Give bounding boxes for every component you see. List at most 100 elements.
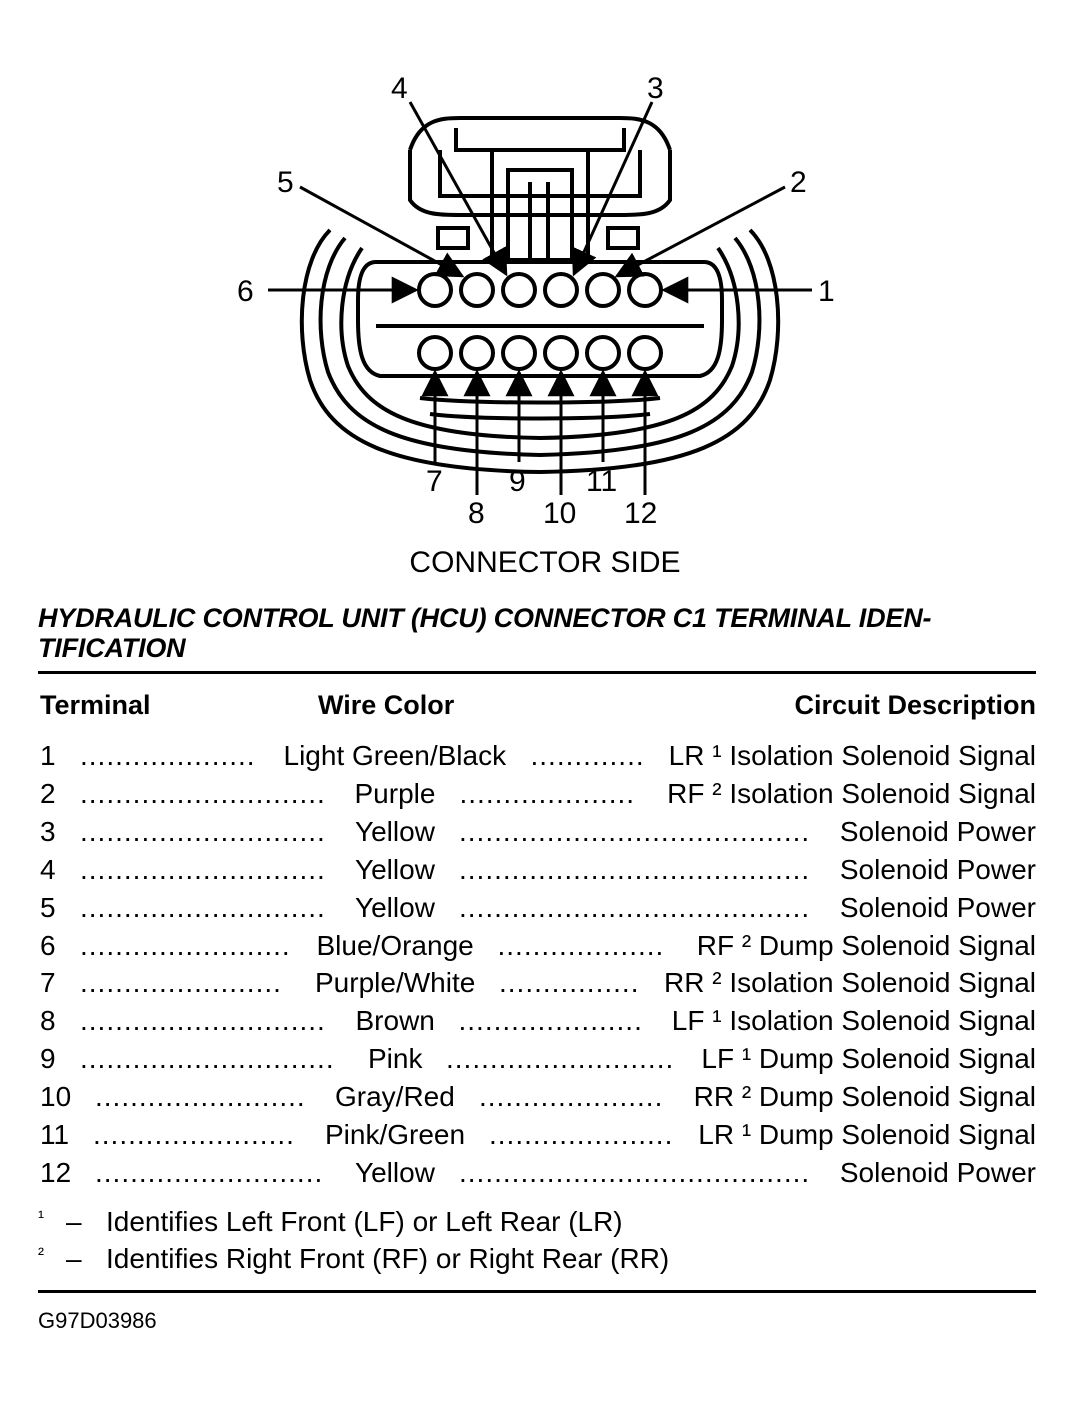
dot-leader: ........................................ xyxy=(459,1156,811,1188)
dot-leader: ........................ xyxy=(95,1081,306,1113)
dot-leader: ........................................ xyxy=(459,815,811,847)
row-wire-color: Pink/Green xyxy=(325,1119,466,1150)
row-terminal: 7 xyxy=(40,967,56,999)
dot-leader: ..................... xyxy=(458,1005,643,1037)
dot-leader: .......................... xyxy=(95,1156,324,1188)
terminal-label-4: 4 xyxy=(391,72,408,105)
dot-leader: ....................... xyxy=(80,967,282,999)
connector-diagram: 1 2 3 4 5 6 7 8 9 10 11 12 CONNECTOR SID… xyxy=(237,72,835,579)
pin-8 xyxy=(459,335,495,371)
row-wire-color: Light Green/Black xyxy=(283,740,507,771)
table-title-line-1: HYDRAULIC CONTROL UNIT (HCU) CONNECTOR C… xyxy=(38,603,932,633)
pin-1 xyxy=(627,272,663,308)
pin-11 xyxy=(585,335,621,371)
table-row: 3 Yellow Solenoid Power...................… xyxy=(38,816,1036,854)
row-wire-color: Yellow xyxy=(355,891,435,923)
dot-leader: ............................ xyxy=(80,853,326,885)
row-circuit-description: RR ² Isolation Solenoid Signal xyxy=(664,967,1036,999)
footnote-1-dash: – xyxy=(66,1206,82,1237)
row-circuit-description: RF ² Isolation Solenoid Signal xyxy=(667,777,1036,809)
row-terminal: 1 xyxy=(40,740,56,771)
bottom-pin-row xyxy=(417,335,663,371)
dot-leader: ....................... xyxy=(93,1119,295,1150)
row-circuit-description: LF ¹ Isolation Solenoid Signal xyxy=(671,1005,1036,1037)
header-terminal: Terminal xyxy=(40,690,151,720)
row-wire-color: Purple/White xyxy=(315,967,476,999)
pin-6 xyxy=(417,272,453,308)
row-wire-color: Gray/Red xyxy=(335,1081,455,1113)
row-terminal: 11 xyxy=(40,1119,70,1150)
footnote-2-dash: – xyxy=(66,1243,82,1274)
pin-2 xyxy=(585,272,621,308)
footnote-1: ¹ –Identifies Left Front (LF) or Left Rea… xyxy=(38,1206,623,1238)
row-wire-color: Blue/Orange xyxy=(316,929,474,961)
table-row: 11 Pink/Green LR ¹ Dump Solenoid Signal...… xyxy=(38,1119,1036,1157)
connector-housing xyxy=(299,116,781,475)
header-wire-color: Wire Color xyxy=(318,690,455,720)
row-circuit-description: Solenoid Power xyxy=(839,815,1036,847)
top-pin-row xyxy=(417,272,663,308)
dot-leader: ........................ xyxy=(80,929,291,961)
row-terminal: 5 xyxy=(40,891,56,923)
dot-leader: ................... xyxy=(497,929,665,961)
dot-leader: ..................... xyxy=(489,1119,674,1150)
header-circuit: Circuit Description xyxy=(794,690,1036,720)
pin-12 xyxy=(627,335,663,371)
dot-leader: ............. xyxy=(530,740,645,771)
row-terminal: 2 xyxy=(40,777,56,809)
footnote-2: ² –Identifies Right Front (RF) or Right R… xyxy=(38,1243,669,1275)
table-title: HYDRAULIC CONTROL UNIT (HCU) CONNECTOR C… xyxy=(38,603,1038,663)
pin-3 xyxy=(543,272,579,308)
footnote-1-mark: ¹ xyxy=(38,1207,44,1227)
row-circuit-description: LF ¹ Dump Solenoid Signal xyxy=(701,1043,1036,1075)
row-wire-color: Purple xyxy=(354,777,436,809)
table-row: 6 Blue/Orange RF ² Dump Solenoid Signal...… xyxy=(38,930,1036,968)
pin-5 xyxy=(459,272,495,308)
terminal-label-11: 11 xyxy=(586,465,617,498)
row-wire-color: Yellow xyxy=(355,1156,435,1188)
row-terminal: 3 xyxy=(40,815,56,847)
dot-leader: ............................ xyxy=(80,815,326,847)
dot-leader: ..................... xyxy=(479,1081,664,1113)
row-circuit-description: RR ² Dump Solenoid Signal xyxy=(693,1081,1036,1113)
divider-bottom xyxy=(38,1290,1036,1293)
terminal-label-3: 3 xyxy=(647,72,664,105)
row-circuit-description: Solenoid Power xyxy=(839,1156,1036,1188)
terminal-label-1: 1 xyxy=(818,275,835,308)
pin-7 xyxy=(417,335,453,371)
dot-leader: ............................ xyxy=(80,1005,326,1037)
dot-leader: ................ xyxy=(499,967,640,999)
footnote-2-text: Identifies Right Front (RF) or Right Rea… xyxy=(106,1243,670,1274)
dot-leader: ............................. xyxy=(80,1043,335,1075)
pin-4 xyxy=(501,272,537,308)
figure-id: G97D03986 xyxy=(38,1308,157,1333)
footnote-2-mark: ² xyxy=(38,1244,44,1264)
row-terminal: 9 xyxy=(40,1043,56,1075)
row-wire-color: Yellow xyxy=(355,815,435,847)
terminal-label-9: 9 xyxy=(509,465,526,498)
pin-9 xyxy=(501,335,537,371)
row-terminal: 6 xyxy=(40,929,56,961)
footnote-1-text: Identifies Left Front (LF) or Left Rear … xyxy=(106,1206,623,1237)
row-terminal: 12 xyxy=(40,1156,72,1188)
row-circuit-description: Solenoid Power xyxy=(839,853,1036,885)
row-wire-color: Brown xyxy=(355,1005,435,1037)
terminal-label-12: 12 xyxy=(624,497,657,530)
row-circuit-description: RF ² Dump Solenoid Signal xyxy=(696,929,1036,961)
dot-leader: ........................................ xyxy=(459,891,811,923)
row-circuit-description: LR ¹ Dump Solenoid Signal xyxy=(698,1119,1036,1150)
pin-10 xyxy=(543,335,579,371)
dot-leader: .................... xyxy=(459,777,636,809)
row-wire-color: Yellow xyxy=(355,853,435,885)
table-row: 9 Pink LF ¹ Dump Solenoid Signal..........… xyxy=(38,1043,1036,1081)
row-terminal: 4 xyxy=(40,853,56,885)
connector-side-label: CONNECTOR SIDE xyxy=(409,546,680,579)
dot-leader: .................... xyxy=(80,740,256,771)
row-wire-color: Pink xyxy=(368,1043,423,1075)
row-terminal: 10 xyxy=(40,1081,72,1113)
table-row: 12 Yellow Solenoid Power..................… xyxy=(38,1157,1036,1195)
dot-leader: ........................................ xyxy=(459,853,811,885)
terminal-label-6: 6 xyxy=(237,275,254,308)
